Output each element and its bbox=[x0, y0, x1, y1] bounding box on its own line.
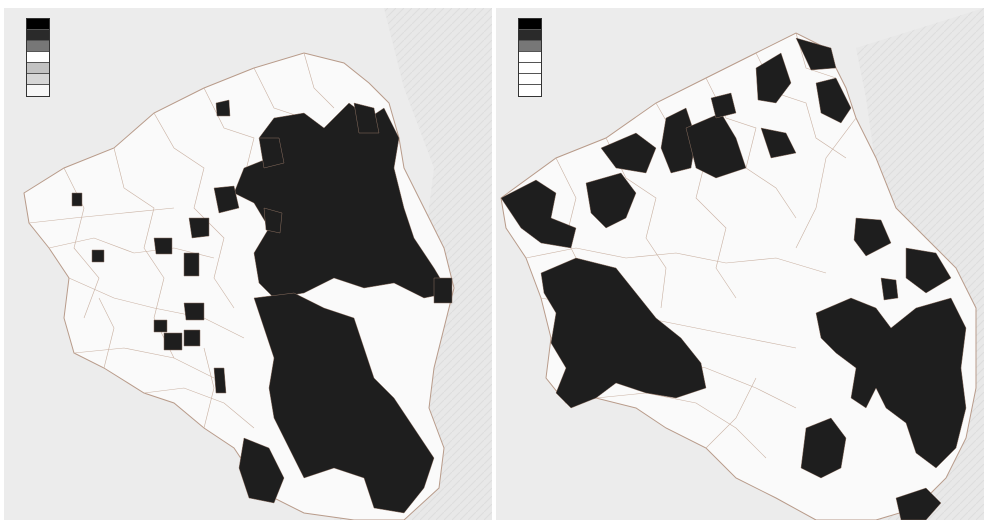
right-map-panel bbox=[496, 8, 984, 520]
legend-swatch bbox=[27, 85, 49, 96]
legend-swatch bbox=[519, 85, 541, 96]
legend-swatch bbox=[519, 30, 541, 41]
legend-swatch bbox=[519, 63, 541, 74]
left-map-panel bbox=[4, 8, 492, 520]
legend-swatch bbox=[27, 30, 49, 41]
legend-swatch bbox=[27, 41, 49, 52]
legend-swatch bbox=[519, 19, 541, 30]
left-map-legend bbox=[26, 18, 50, 97]
highlighted-municipalities bbox=[500, 37, 967, 520]
legend-swatch bbox=[27, 74, 49, 85]
legend-swatch bbox=[27, 63, 49, 74]
legend-swatch bbox=[519, 41, 541, 52]
highlighted-municipalities bbox=[71, 99, 453, 514]
left-choropleth-map bbox=[4, 8, 492, 520]
legend-swatch bbox=[519, 74, 541, 85]
legend-swatch bbox=[519, 52, 541, 63]
right-choropleth-map bbox=[496, 8, 984, 520]
legend-swatch bbox=[27, 52, 49, 63]
right-map-legend bbox=[518, 18, 542, 97]
legend-swatch bbox=[27, 19, 49, 30]
terrain-relief bbox=[334, 8, 492, 520]
